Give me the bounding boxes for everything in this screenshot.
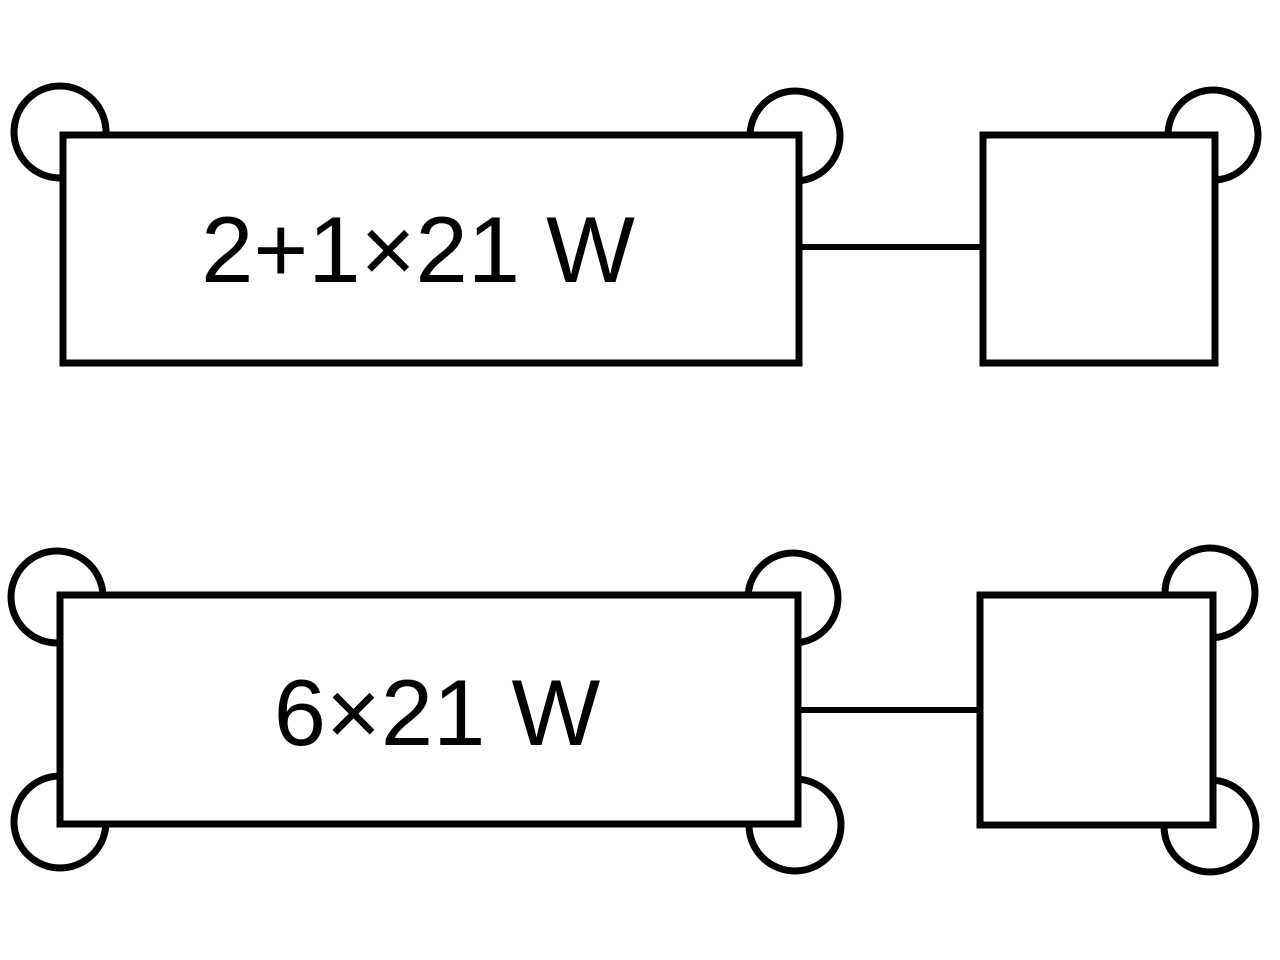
flasher-unit-box: [979, 131, 1219, 367]
diagram-6-x-21w: 6×21 W: [7, 544, 1260, 876]
load-box: [59, 131, 803, 367]
load-rating-label: 6×21 W: [274, 660, 601, 765]
diagram-2-plus-1-x-21w: 2+1×21 W: [10, 82, 1262, 367]
load-box: [56, 591, 802, 828]
load-rating-label: 2+1×21 W: [201, 197, 635, 302]
flasher-unit-box: [976, 591, 1217, 829]
